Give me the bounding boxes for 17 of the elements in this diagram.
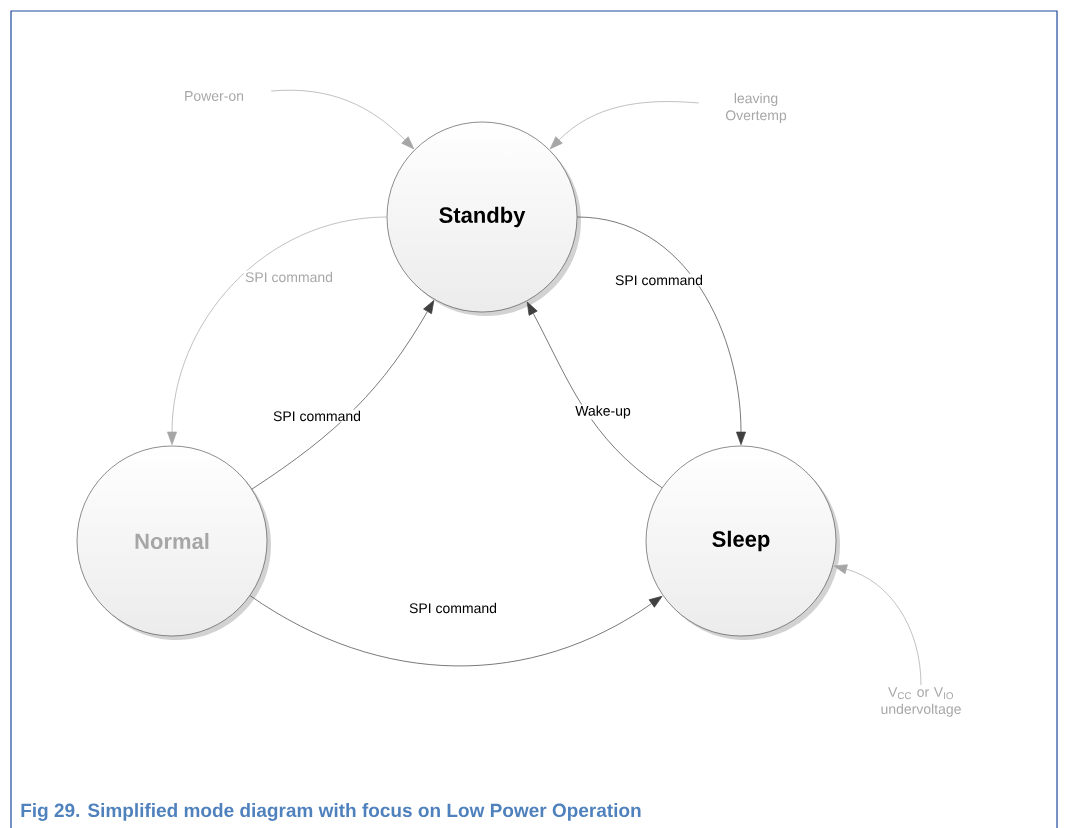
arrow: [251, 300, 435, 490]
arrow: [167, 216, 388, 446]
trigger-text: Power-on: [185, 91, 244, 101]
arrow: [549, 101, 700, 150]
edge-label: SPI command: [244, 270, 334, 284]
edge-label: SPI command: [272, 409, 362, 423]
arrow: [249, 595, 663, 667]
arrow: [270, 89, 415, 150]
arrow: [833, 564, 922, 686]
trigger-text: V$_{CC}$ or V$_{IO}$ undervoltage: [881, 687, 961, 717]
arrow: [526, 301, 663, 489]
edge-label: Wake-up: [574, 404, 632, 420]
trigger-text: leaving Overtemp: [725, 93, 787, 123]
edge-label: SPI command: [614, 273, 704, 287]
figure-caption: Fig 29. Simplified mode diagram with focus on Low Power Operation: [21, 803, 641, 821]
edge-label: SPI command: [408, 601, 498, 615]
arrow: [576, 216, 746, 446]
